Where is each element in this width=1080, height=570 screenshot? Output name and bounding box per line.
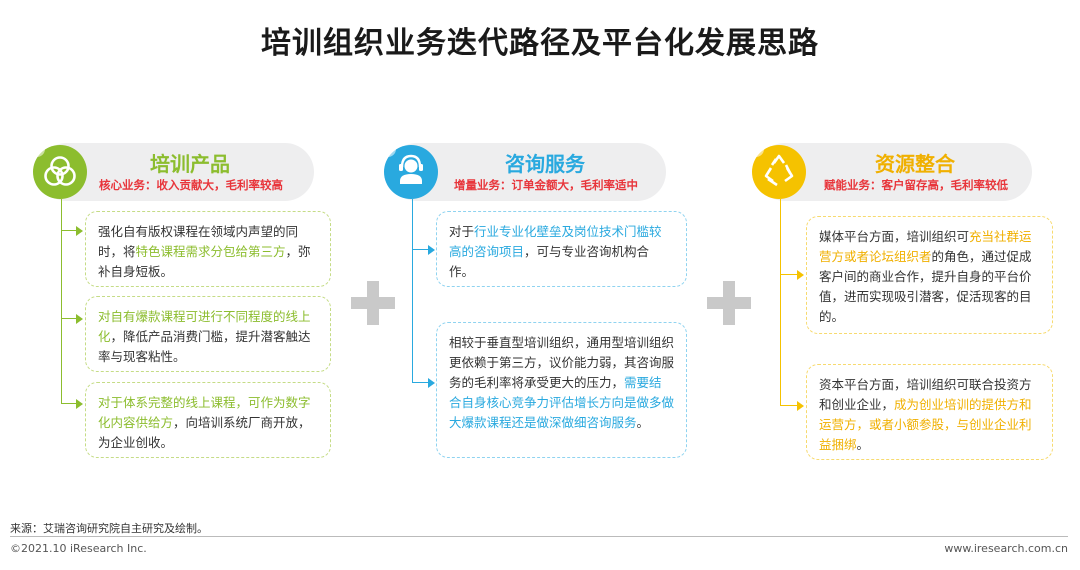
body-text: 相较于垂直型培训组织，通用型培训组织更依赖于第三方，议价能力弱，其咨询服务的毛利…: [449, 335, 675, 390]
arrow-icon: [76, 399, 83, 409]
body-text: 媒体平台方面，培训组织可: [819, 229, 970, 244]
arrow-icon: [797, 401, 804, 411]
connector-line: [62, 403, 76, 404]
body-text: 。: [856, 437, 870, 452]
page-title: 培训组织业务迭代路径及平台化发展思路: [261, 26, 819, 61]
training-products-badge: [29, 141, 87, 199]
footer-divider: [10, 536, 1068, 537]
arrow-icon: [428, 245, 435, 255]
connector-line: [62, 318, 76, 319]
copyright: ©2021.10 iResearch Inc.: [10, 542, 147, 555]
three-circles-icon: [44, 156, 76, 186]
arrow-icon: [76, 226, 83, 236]
highlighted-text: 对于体系完整的线上课程，可作为数字化内容供给方: [98, 395, 311, 430]
body-text: ，可与专业咨询机构合作。: [449, 244, 650, 279]
column-title-consulting: 咨询服务: [505, 152, 585, 176]
body-text: ，弥补自身短板。: [98, 244, 311, 279]
arrow-icon: [76, 314, 83, 324]
column-title-resource-integration: 资源整合: [875, 152, 955, 176]
connector-line: [62, 230, 76, 231]
body-text: 。: [636, 415, 650, 430]
resource-integration-badge: [748, 141, 806, 199]
column-subtitle-resource-integration: 赋能业务：客户留存高，毛利率较低: [824, 178, 1008, 192]
highlighted-text: 充当社群运营方或者论坛组织者: [819, 229, 1032, 264]
arrow-icon: [797, 270, 804, 280]
body-text: 对于: [449, 224, 475, 239]
body-text: ，向培训系统厂商开放，为企业创收。: [98, 415, 311, 450]
connector-line: [781, 405, 797, 406]
column-subtitle-consulting: 增量业务：订单金额大，毛利率适中: [454, 178, 638, 192]
training-products-box-2: 对自有爆款课程可进行不同程度的线上化，降低产品消费门槛，提升潜客触达率与现客粘性…: [85, 296, 331, 372]
highlighted-text: 特色课程需求分包给第三方: [135, 244, 286, 259]
highlighted-text: 行业专业化壁垒及岗位技术门槛较高的咨询项目: [449, 224, 662, 259]
consulting-badge: [380, 141, 438, 199]
resource-integration-box-1: 媒体平台方面，培训组织可充当社群运营方或者论坛组织者的角色，通过促成客户间的商业…: [806, 216, 1053, 334]
resource-integration-box-2: 资本平台方面，培训组织可联合投资方和创业企业，成为创业培训的提供方和运营方，或者…: [806, 364, 1053, 460]
website-url: www.iresearch.com.cn: [944, 542, 1068, 555]
source-note: 来源：艾瑞咨询研究院自主研究及绘制。: [10, 522, 208, 535]
highlighted-text: 需要结合自身核心竞争力评估增长方向是做多做大爆款课程还是做深做细咨询服务: [449, 375, 675, 430]
body-text: 资本平台方面，培训组织可联合投资方和创业企业，: [819, 377, 1032, 412]
timeline-line: [780, 199, 781, 406]
highlighted-text: 成为创业培训的提供方和运营方，或者小额参股，与创业企业利益捆绑: [819, 397, 1032, 452]
recycle-icon: [764, 154, 794, 187]
column-subtitle-training-products: 核心业务：收入贡献大，毛利率较高: [99, 178, 283, 192]
body-text: 的角色，通过促成客户间的商业合作，提升自身的平台价值，进而实现吸引潜客，促活现客…: [819, 249, 1032, 324]
column-title-training-products: 培训产品: [150, 152, 230, 176]
training-products-box-3: 对于体系完整的线上课程，可作为数字化内容供给方，向培训系统厂商开放，为企业创收。: [85, 382, 331, 458]
connector-line: [413, 249, 428, 250]
headset-person-icon: [399, 154, 423, 184]
training-products-box-1: 强化自有版权课程在领域内声望的同时，将特色课程需求分包给第三方，弥补自身短板。: [85, 211, 331, 287]
body-text: ，降低产品消费门槛，提升潜客触达率与现客粘性。: [98, 329, 311, 364]
arrow-icon: [428, 378, 435, 388]
connector-line: [413, 382, 428, 383]
timeline-line: [412, 199, 413, 383]
timeline-line: [61, 199, 62, 404]
consulting-box-1: 对于行业专业化壁垒及岗位技术门槛较高的咨询项目，可与专业咨询机构合作。: [436, 211, 687, 287]
connector-line: [781, 274, 797, 275]
body-text: 强化自有版权课程在领域内声望的同时，将: [98, 224, 299, 259]
consulting-box-2: 相较于垂直型培训组织，通用型培训组织更依赖于第三方，议价能力弱，其咨询服务的毛利…: [436, 322, 687, 458]
highlighted-text: 对自有爆款课程可进行不同程度的线上化: [98, 309, 311, 344]
